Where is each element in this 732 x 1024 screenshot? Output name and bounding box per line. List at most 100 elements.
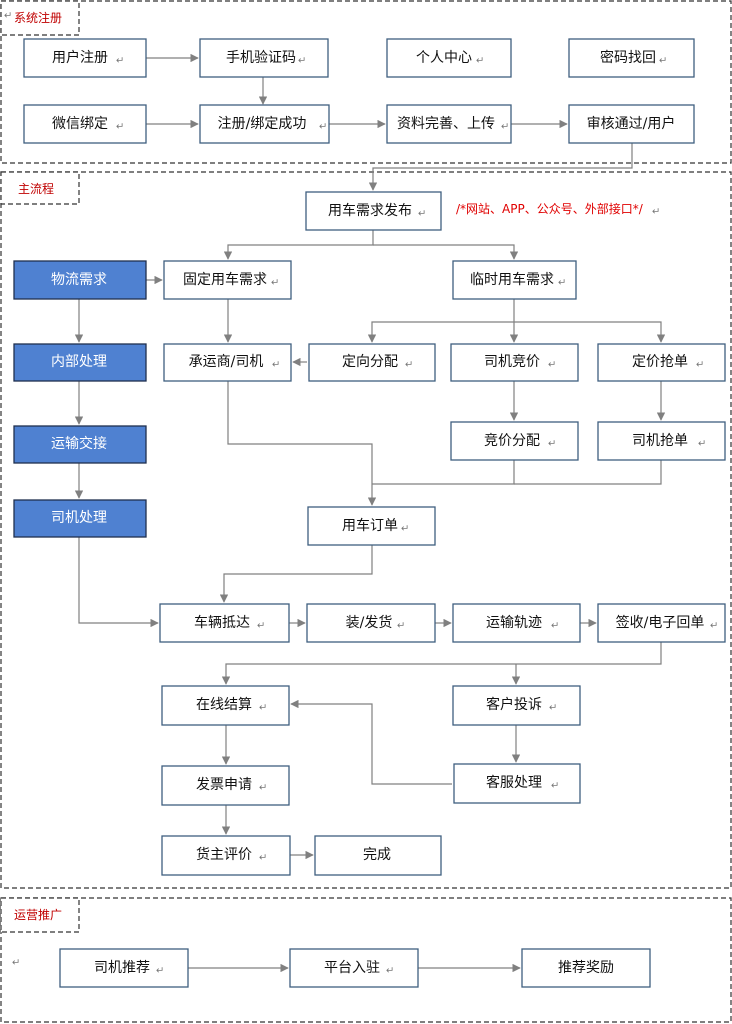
node-driver-processing[interactable]: 司机处理: [13, 499, 147, 538]
node-order[interactable]: 用车订单 ↵: [307, 506, 436, 546]
node-driver-grab[interactable]: 司机抢单 ↵: [597, 421, 726, 461]
node-personal-center[interactable]: 个人中心 ↵: [386, 38, 512, 78]
node-internal-processing[interactable]: 内部处理: [13, 343, 147, 382]
arrow-publish-to-temp: [373, 244, 519, 260]
return-mark: ↵: [501, 122, 509, 133]
node-label: 固定用车需求: [183, 271, 267, 288]
node-sign-receipt[interactable]: 签收/电子回单 ↵: [597, 603, 726, 643]
node-label: 车辆抵达: [194, 614, 250, 631]
node-register-success[interactable]: 注册/绑定成功 ↵: [199, 104, 330, 144]
node-label: 用车需求发布: [328, 202, 412, 219]
return-mark: ↵: [551, 781, 559, 792]
node-label: 发票申请: [196, 777, 252, 793]
arrow-temp-to-fixed-price: [514, 321, 666, 343]
return-mark: ↵: [659, 56, 667, 67]
return-mark: ↵: [4, 11, 12, 22]
node-temp-demand[interactable]: 临时用车需求 ↵: [452, 260, 577, 300]
return-mark: ↵: [405, 360, 413, 371]
arrow-temp-to-directed: [367, 321, 514, 343]
node-label: 定向分配: [342, 354, 398, 370]
return-mark: ↵: [476, 56, 484, 67]
node-shipper-review[interactable]: 货主评价 ↵: [161, 835, 291, 876]
node-label: 资料完善、上传: [397, 116, 495, 132]
node-label: 承运商/司机: [189, 354, 264, 370]
node-user-register[interactable]: 用户注册 ↵: [23, 38, 147, 78]
return-mark: ↵: [397, 621, 405, 632]
node-customer-complaint[interactable]: 客户投诉 ↵: [452, 685, 581, 726]
node-bid-assign[interactable]: 竞价分配 ↵: [450, 421, 579, 461]
arrow-order-to-arrival: [219, 545, 373, 603]
node-label: 平台入驻: [324, 960, 380, 976]
section-title-registration: 系统注册: [14, 10, 62, 25]
node-transport-handover[interactable]: 运输交接: [13, 425, 147, 464]
return-mark: ↵: [418, 209, 426, 220]
node-label: 竞价分配: [484, 432, 540, 449]
node-label: 物流需求: [51, 272, 107, 288]
node-label: 推荐奖励: [558, 959, 614, 976]
node-label: 司机处理: [51, 510, 107, 526]
return-mark: ↵: [698, 439, 706, 450]
node-carrier-driver[interactable]: 承运商/司机 ↵: [163, 343, 292, 382]
return-mark: ↵: [259, 703, 267, 714]
node-publish-demand[interactable]: 用车需求发布 ↵: [305, 191, 442, 231]
arrow-carrier-to-order: [227, 381, 377, 506]
node-vehicle-arrival[interactable]: 车辆抵达 ↵: [159, 603, 290, 643]
return-mark: ↵: [272, 360, 280, 371]
node-driver-bidding[interactable]: 司机竞价 ↵: [450, 343, 579, 382]
section-title-promotion: 运营推广: [14, 908, 62, 922]
return-mark: ↵: [257, 621, 265, 632]
return-mark: ↵: [549, 703, 557, 714]
node-label: 司机竞价: [484, 353, 540, 370]
return-mark: ↵: [548, 360, 556, 371]
node-label: 用车订单: [342, 517, 398, 534]
return-mark: ↵: [271, 278, 279, 289]
node-label: 定价抢单: [632, 353, 688, 370]
return-mark: ↵: [652, 207, 660, 218]
node-label: 签收/电子回单: [616, 614, 705, 631]
node-loading[interactable]: 装/发货 ↵: [306, 603, 436, 643]
section-main-flow: 主流程: [0, 171, 732, 889]
return-mark: ↵: [259, 783, 267, 794]
arrow-publish-to-fixed: [223, 230, 374, 260]
node-referral-reward[interactable]: 推荐奖励: [521, 948, 651, 988]
return-mark: ↵: [558, 278, 566, 289]
node-fixed-demand[interactable]: 固定用车需求 ↵: [163, 260, 292, 300]
node-label: 内部处理: [51, 354, 107, 370]
node-sms-verify[interactable]: 手机验证码 ↵: [199, 38, 329, 78]
node-driver-recommend[interactable]: 司机推荐 ↵: [59, 948, 189, 988]
node-label: 微信绑定: [52, 116, 108, 132]
node-label: 审核通过/用户: [587, 115, 676, 132]
node-password-recovery[interactable]: 密码找回 ↵: [568, 38, 695, 78]
node-label: 司机推荐: [94, 960, 150, 976]
arrow-driver-to-arrival: [78, 537, 159, 628]
node-complete[interactable]: 完成: [314, 835, 442, 876]
node-label: 运输轨迹: [486, 615, 542, 631]
return-mark: ↵: [401, 524, 409, 535]
node-customer-service[interactable]: 客服处理 ↵: [453, 763, 581, 804]
node-invoice-request[interactable]: 发票申请 ↵: [161, 765, 290, 806]
node-label: 用户注册: [52, 49, 108, 66]
node-label: 司机抢单: [632, 432, 688, 449]
return-mark: ↵: [710, 621, 718, 632]
return-mark: ↵: [551, 621, 559, 632]
node-label: 客户投诉: [486, 696, 542, 713]
node-platform-join[interactable]: 平台入驻 ↵: [289, 948, 419, 988]
node-fixed-price-grab[interactable]: 定价抢单 ↵: [597, 343, 726, 382]
node-label: 客服处理: [486, 774, 542, 791]
connectors: [74, 53, 666, 973]
node-review-user[interactable]: 审核通过/用户: [568, 104, 695, 144]
return-mark: ↵: [156, 966, 164, 977]
node-profile-upload[interactable]: 资料完善、上传 ↵: [386, 104, 512, 144]
return-mark: ↵: [12, 958, 20, 969]
node-wechat-bind[interactable]: 微信绑定 ↵: [23, 104, 147, 144]
node-transport-track[interactable]: 运输轨迹 ↵: [452, 603, 581, 643]
node-label: 密码找回: [600, 49, 656, 66]
return-mark: ↵: [386, 966, 394, 977]
return-mark: ↵: [696, 360, 704, 371]
node-directed-assign[interactable]: 定向分配 ↵: [308, 343, 436, 382]
node-logistics-demand[interactable]: 物流需求: [13, 260, 147, 300]
node-online-settlement[interactable]: 在线结算 ↵: [161, 685, 290, 726]
section-title-main-flow: 主流程: [18, 181, 54, 196]
node-label: 注册/绑定成功: [218, 116, 307, 132]
